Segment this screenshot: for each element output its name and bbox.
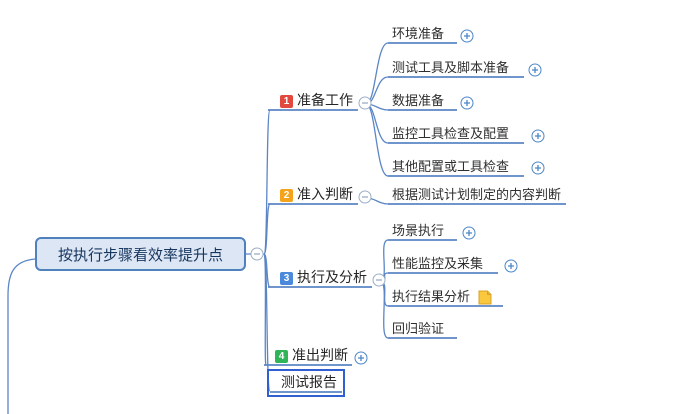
- root-topic[interactable]: 按执行步骤看效率提升点: [35, 237, 246, 271]
- expand-icon[interactable]: [531, 161, 545, 175]
- expand-icon[interactable]: [504, 259, 518, 273]
- topic-preparation[interactable]: 准备工作: [297, 92, 353, 108]
- topic-env-preparation[interactable]: 环境准备: [392, 26, 445, 41]
- priority-badge-1[interactable]: 1: [280, 95, 293, 108]
- priority-badge-4[interactable]: 4: [275, 350, 288, 363]
- topic-monitoring-tool-check-config[interactable]: 监控工具检查及配置: [392, 126, 510, 141]
- note-icon[interactable]: [478, 290, 492, 310]
- expand-icon[interactable]: [460, 29, 474, 43]
- collapse-icon[interactable]: [372, 273, 386, 287]
- expand-icon[interactable]: [354, 351, 368, 365]
- topic-performance-monitoring-collection[interactable]: 性能监控及采集: [392, 256, 484, 271]
- selection-box: [267, 369, 345, 397]
- topic-entry-judgment[interactable]: 准入判断: [297, 186, 353, 202]
- topic-execution-analysis[interactable]: 执行及分析: [297, 269, 367, 285]
- expand-icon[interactable]: [460, 96, 474, 110]
- priority-badge-3[interactable]: 3: [280, 272, 293, 285]
- priority-badge-2[interactable]: 2: [280, 189, 293, 202]
- root-topic-label: 按执行步骤看效率提升点: [57, 246, 223, 264]
- expand-icon[interactable]: [528, 63, 542, 77]
- topic-test-report[interactable]: 测试报告: [281, 374, 337, 390]
- topic-scenario-execution[interactable]: 场景执行: [392, 223, 445, 238]
- topic-exit-judgment[interactable]: 准出判断: [292, 347, 348, 363]
- expand-icon[interactable]: [531, 129, 545, 143]
- topic-regression-verification[interactable]: 回归验证: [392, 321, 445, 336]
- collapse-icon[interactable]: [250, 247, 264, 261]
- collapse-icon[interactable]: [358, 96, 372, 110]
- topic-data-preparation[interactable]: 数据准备: [392, 93, 445, 108]
- expand-icon[interactable]: [462, 226, 476, 240]
- topic-judge-by-test-plan[interactable]: 根据测试计划制定的内容判断: [392, 187, 562, 202]
- topic-execution-result-analysis[interactable]: 执行结果分析: [392, 289, 471, 304]
- topic-other-config-tool-check[interactable]: 其他配置或工具检查: [392, 159, 510, 174]
- collapse-icon[interactable]: [358, 190, 372, 204]
- topic-test-tool-script-preparation[interactable]: 测试工具及脚本准备: [392, 60, 510, 75]
